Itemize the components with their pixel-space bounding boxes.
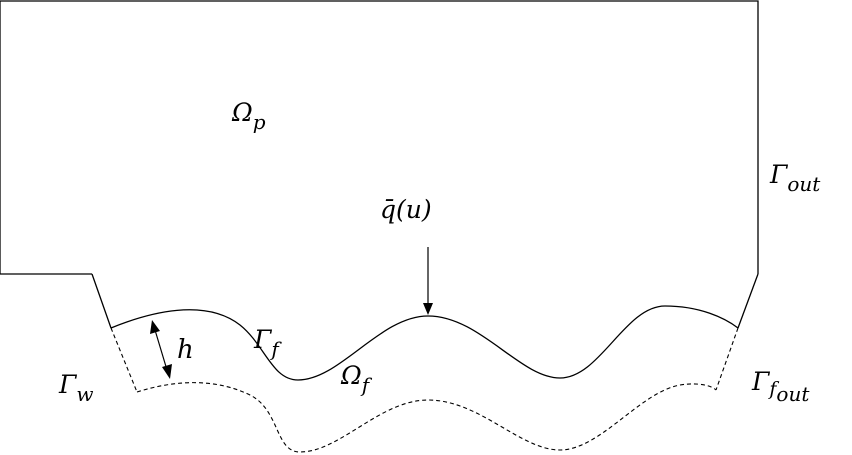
gamma-out-label: Γout [769, 160, 821, 196]
omega-f-label: Ωf [340, 361, 373, 397]
right-dashed-edge [715, 327, 739, 391]
gamma-f-label: Γf [253, 325, 282, 361]
gamma-f-out-label: Γfout [751, 367, 810, 406]
omega-p-label: Ωp [231, 98, 266, 134]
left-dashed-edge [110, 327, 138, 393]
gamma-w-label: Γw [58, 370, 93, 406]
porous-domain-outline [0, 0, 759, 274]
right-slant-edge [737, 273, 759, 329]
left-slant-edge [91, 273, 112, 329]
interface-curve [110, 305, 739, 381]
thickness-arrow-head-bottom [162, 364, 172, 379]
q-bar-label: q̄(u) [380, 195, 432, 224]
thickness-arrow-shaft [154, 329, 168, 371]
h-label: h [177, 335, 194, 365]
flux-arrow-head [423, 303, 433, 315]
thickness-arrow-head-top [150, 320, 160, 334]
lower-wall-curve [136, 382, 717, 453]
